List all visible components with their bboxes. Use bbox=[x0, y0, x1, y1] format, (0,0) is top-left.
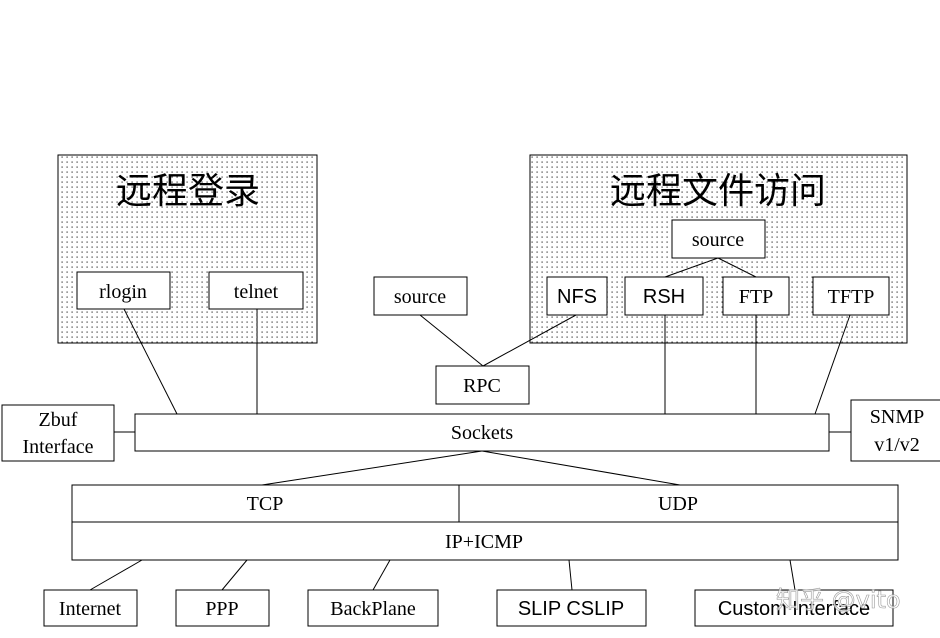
line-ip-slip bbox=[568, 559, 573, 591]
snmp-box: SNMP v1/v2 bbox=[850, 399, 940, 462]
remote-file-access-title: 远程文件访问 bbox=[610, 171, 826, 212]
ip-icmp-label: IP+ICMP bbox=[445, 531, 523, 553]
ftp-label: FTP bbox=[739, 286, 773, 308]
line-sockets-udp bbox=[481, 450, 681, 486]
internet-box: Internet bbox=[43, 589, 138, 627]
zbuf-label-line2: Interface bbox=[22, 436, 93, 458]
rlogin-box: rlogin bbox=[76, 271, 171, 310]
nfs-box: NFS bbox=[546, 276, 608, 316]
zbuf-interface-box: Zbuf Interface bbox=[1, 404, 115, 462]
telnet-label: telnet bbox=[234, 281, 279, 303]
slip-cslip-box: SLIP CSLIP bbox=[496, 589, 647, 627]
source-rpc-box: source bbox=[373, 276, 468, 316]
tcp-box: TCP bbox=[71, 484, 460, 523]
line-ip-internet bbox=[89, 559, 143, 591]
zbuf-label-line1: Zbuf bbox=[39, 409, 78, 431]
tftp-label: TFTP bbox=[828, 286, 875, 308]
remote-login-title: 远程登录 bbox=[116, 171, 260, 212]
custom-interface-box: Custom Interface bbox=[694, 589, 894, 627]
line-sockets-tcp bbox=[261, 450, 483, 486]
custom-interface-label: Custom Interface bbox=[718, 598, 870, 620]
sockets-label: Sockets bbox=[451, 422, 513, 444]
line-source-rpc bbox=[419, 314, 484, 367]
snmp-label-line1: SNMP bbox=[870, 406, 924, 428]
source-rsh-label: source bbox=[692, 229, 744, 251]
tftp-box: TFTP bbox=[812, 276, 890, 316]
udp-box: UDP bbox=[458, 484, 899, 523]
internet-label: Internet bbox=[59, 598, 122, 620]
line-ip-backplane bbox=[372, 559, 391, 591]
snmp-label-line2: v1/v2 bbox=[874, 434, 920, 456]
nfs-label: NFS bbox=[557, 286, 597, 308]
source-rsh-box: source bbox=[671, 219, 766, 259]
source-rpc-label: source bbox=[394, 286, 446, 308]
rpc-box: RPC bbox=[435, 365, 530, 405]
backplane-label: BackPlane bbox=[330, 598, 416, 620]
backplane-box: BackPlane bbox=[307, 589, 439, 627]
rsh-label: RSH bbox=[643, 286, 685, 308]
watermark: 知乎 @vito bbox=[776, 586, 901, 614]
tcp-label: TCP bbox=[247, 493, 284, 515]
rlogin-label: rlogin bbox=[99, 281, 147, 303]
udp-label: UDP bbox=[658, 493, 698, 515]
sockets-box: Sockets bbox=[134, 413, 830, 452]
ppp-label: PPP bbox=[205, 598, 238, 620]
rsh-box: RSH bbox=[624, 276, 704, 316]
slip-cslip-label: SLIP CSLIP bbox=[518, 598, 624, 620]
ip-icmp-box: IP+ICMP bbox=[71, 521, 899, 561]
line-ip-custom bbox=[789, 559, 796, 591]
ppp-box: PPP bbox=[175, 589, 270, 627]
line-ip-ppp bbox=[221, 559, 248, 591]
rpc-label: RPC bbox=[463, 375, 501, 397]
ftp-box: FTP bbox=[722, 276, 790, 316]
remote-login-group: 远程登录 bbox=[57, 154, 318, 344]
telnet-box: telnet bbox=[208, 271, 304, 310]
